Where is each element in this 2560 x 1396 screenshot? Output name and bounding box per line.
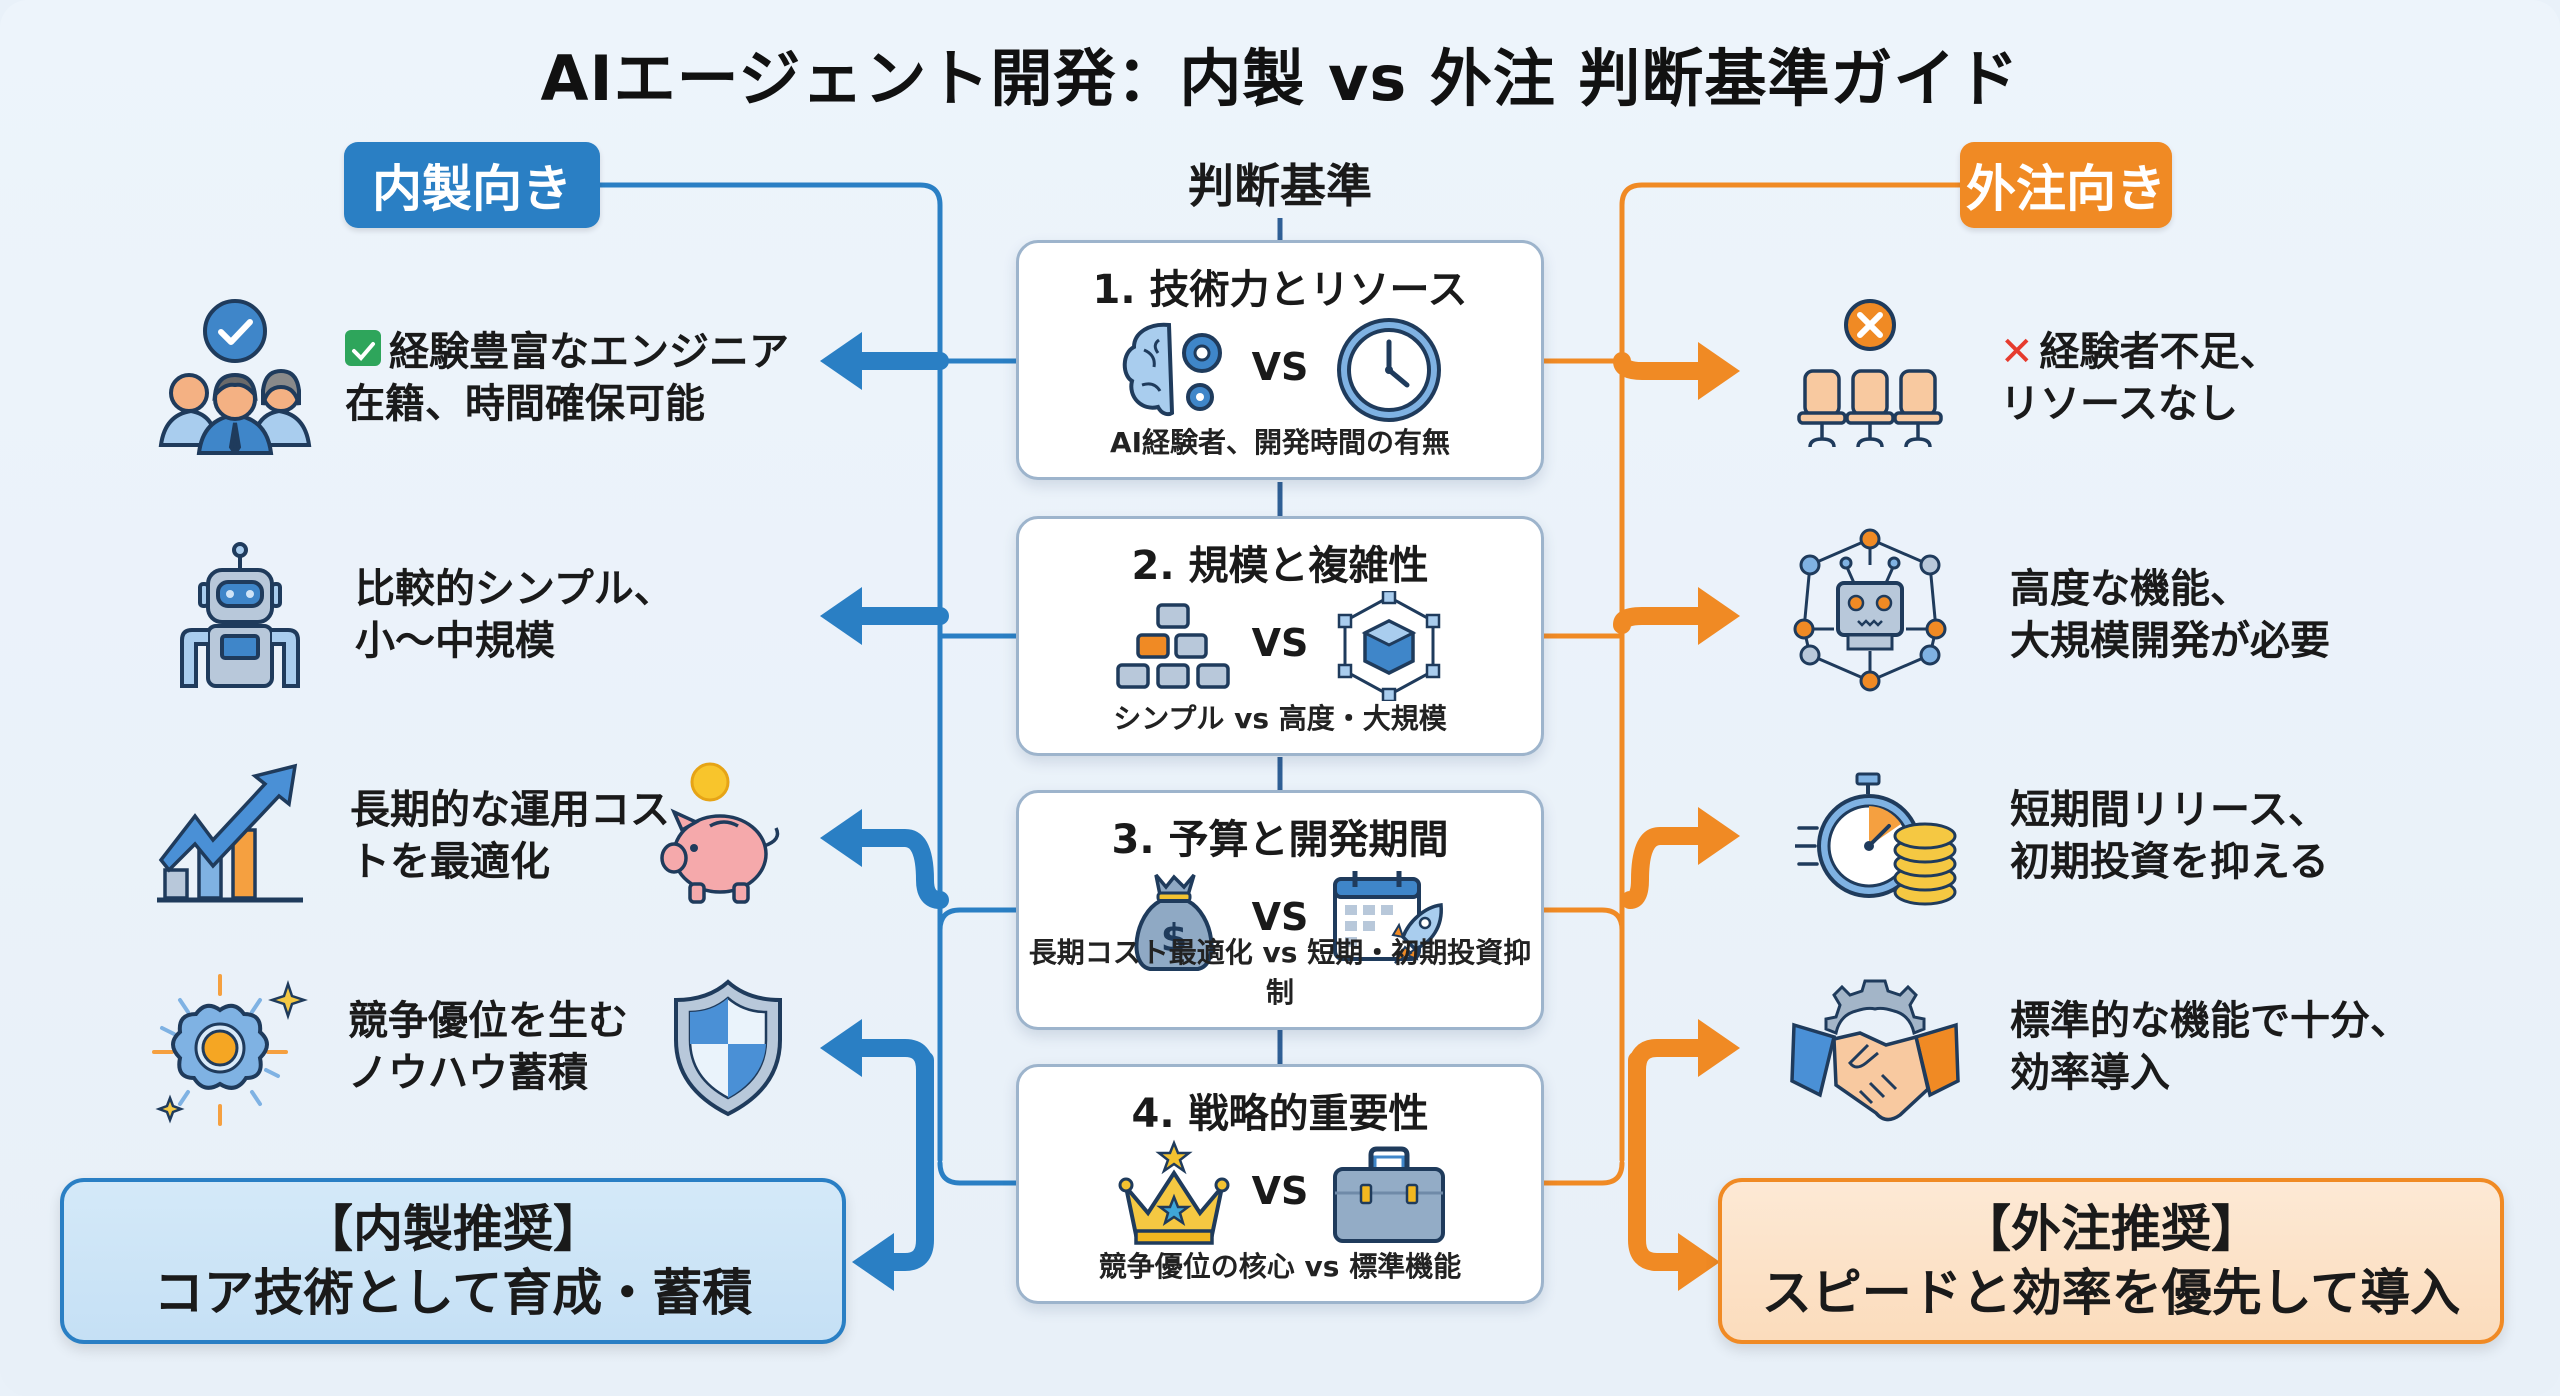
criteria-header: 判断基準 xyxy=(1188,159,1372,213)
network-robot-icon xyxy=(1793,528,1947,692)
inhouse-item-line2: ノウハウ蓄積 xyxy=(348,1050,588,1096)
outsource-summary-heading: 【外注推奨】 xyxy=(1961,1200,2261,1258)
empty-seats-icon xyxy=(1797,299,1943,448)
stopwatch-coins-icon xyxy=(1795,772,1957,906)
outsource-item-text: 短期間リリース、 初期投資を抑える xyxy=(2010,784,2329,888)
toolbox-icon xyxy=(1333,1146,1445,1243)
outsource-item-text: 高度な機能、 大規模開発が必要 xyxy=(2010,563,2330,667)
outsource-item-line1: 経験者不足、 xyxy=(2039,329,2280,375)
cross-badge-icon: ✕ xyxy=(2000,329,2034,375)
growth-chart-icon xyxy=(157,763,303,903)
vs-label: VS xyxy=(1251,345,1309,389)
outsource-summary-text: スピードと効率を優先して導入 xyxy=(1761,1264,2461,1322)
criteria-card-subtitle: シンプル vs 高度・大規模 xyxy=(1113,702,1447,735)
calendar-rocket-icon xyxy=(1333,871,1443,964)
inhouse-item-text: 経験豊富なエンジニア 在籍、時間確保可能 xyxy=(345,326,789,430)
inhouse-item-line2: 小〜中規模 xyxy=(355,618,555,664)
team-check-icon xyxy=(158,299,312,455)
criteria-card-subtitle: 競争優位の核心 vs 標準機能 xyxy=(1098,1250,1462,1283)
crown-icon xyxy=(1118,1139,1230,1245)
criteria-card-title: 1. 技術力とリソース xyxy=(1092,267,1468,313)
criteria-card-title: 3. 予算と開発期間 xyxy=(1111,817,1449,863)
inhouse-item-line1: 経験豊富なエンジニア xyxy=(389,329,789,375)
shield-icon xyxy=(674,979,782,1117)
inhouse-item-line2: 在籍、時間確保可能 xyxy=(345,381,705,427)
robot-icon xyxy=(180,542,300,688)
page-title: AIエージェント開発：内製 vs 外注 判断基準ガイド xyxy=(540,42,2020,115)
inhouse-item-text: 競争優位を生む ノウハウ蓄積 xyxy=(348,995,628,1099)
outsource-item-text: 標準的な機能で十分、 効率導入 xyxy=(2010,995,2410,1099)
knowhow-flower-icon xyxy=(152,974,308,1126)
handshake-gear-icon xyxy=(1790,979,1960,1122)
clock-icon xyxy=(1337,318,1441,422)
criteria-card-title: 4. 戦略的重要性 xyxy=(1131,1091,1429,1137)
network-cube-icon xyxy=(1337,591,1441,701)
inhouse-item-text: 比較的シンプル、 小〜中規模 xyxy=(355,563,674,667)
outsource-recommendation-box: 【外注推奨】 スピードと効率を優先して導入 xyxy=(1718,1178,2504,1344)
outsource-item-line1: 高度な機能、 xyxy=(2010,566,2250,612)
vs-label: VS xyxy=(1251,621,1309,665)
criteria-card-3: 3. 予算と開発期間 $ VS 長期コスト最適化 vs 短期・初期投資抑制 xyxy=(1016,790,1544,1030)
outsource-item-line2: 効率導入 xyxy=(2010,1050,2170,1096)
inhouse-item-line1: 比較的シンプル、 xyxy=(355,566,674,612)
check-badge-icon xyxy=(345,330,381,366)
inhouse-label: 内製向き xyxy=(344,142,600,228)
inhouse-recommendation-box: 【内製推奨】 コア技術として育成・蓄積 xyxy=(60,1178,846,1344)
criteria-card-2: 2. 規模と複雑性 VS シンプル vs 高度・大規模 xyxy=(1016,516,1544,756)
inhouse-summary-heading: 【内製推奨】 xyxy=(303,1200,603,1258)
criteria-card-title: 2. 規模と複雑性 xyxy=(1131,543,1429,589)
outsource-item-text: ✕経験者不足、 リソースなし xyxy=(2000,326,2280,430)
inhouse-item-line1: 長期的な運用コス xyxy=(350,787,670,833)
vs-label: VS xyxy=(1251,895,1309,939)
inhouse-item-text: 長期的な運用コス トを最適化 xyxy=(350,784,670,888)
blocks-pyramid-icon xyxy=(1116,603,1230,689)
outsource-item-line1: 標準的な機能で十分、 xyxy=(2010,998,2410,1044)
piggy-bank-icon xyxy=(660,762,780,904)
outsource-item-line2: 大規模開発が必要 xyxy=(2010,618,2330,664)
outsource-item-line2: 初期投資を抑える xyxy=(2010,839,2329,885)
criteria-card-subtitle: AI経験者、開発時間の有無 xyxy=(1109,426,1451,459)
inhouse-item-line2: トを最適化 xyxy=(350,839,550,885)
vs-label: VS xyxy=(1251,1169,1309,1213)
criteria-card-subtitle: 長期コスト最適化 vs 短期・初期投資抑制 xyxy=(1028,936,1532,1009)
svg-text:$: $ xyxy=(1161,916,1187,960)
outsource-label: 外注向き xyxy=(1960,142,2172,228)
inhouse-summary-text: コア技術として育成・蓄積 xyxy=(153,1264,753,1322)
criteria-card-1: 1. 技術力とリソース VS AI経験者、開発時間の有無 xyxy=(1016,240,1544,480)
brain-gears-icon xyxy=(1122,322,1222,417)
criteria-card-4: 4. 戦略的重要性 VS 競争優位の核心 vs 標準機能 xyxy=(1016,1064,1544,1304)
outsource-item-line2: リソースなし xyxy=(2000,381,2238,427)
money-bag-icon: $ xyxy=(1134,873,1214,971)
outsource-item-line1: 短期間リリース、 xyxy=(2010,787,2328,833)
inhouse-item-line1: 競争優位を生む xyxy=(348,998,628,1044)
